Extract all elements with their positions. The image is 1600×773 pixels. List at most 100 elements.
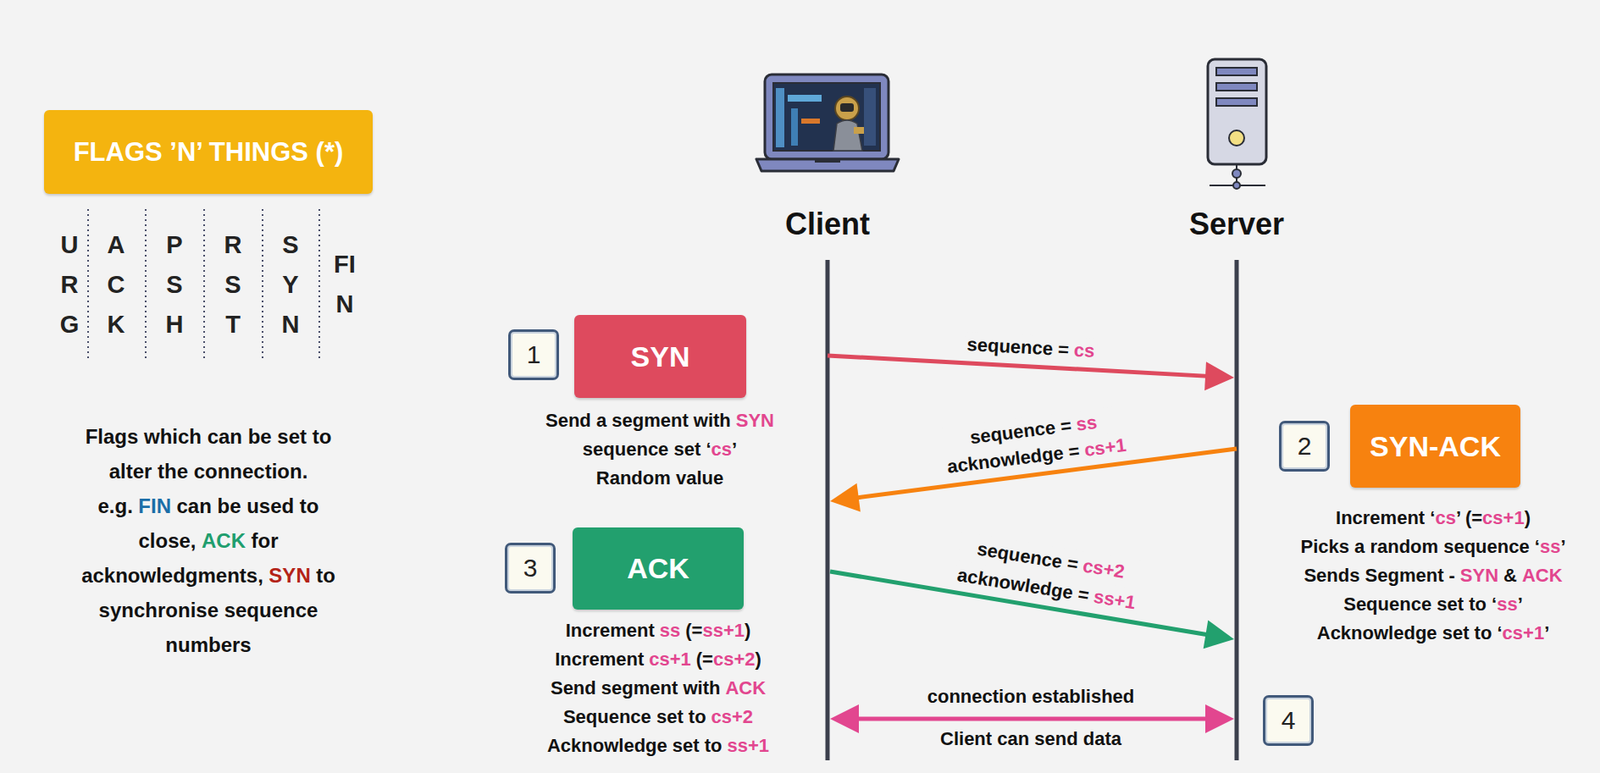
label-text: SYN <box>736 409 775 432</box>
label-text: Increment <box>554 648 644 670</box>
label-text: cs+1 <box>1482 507 1525 529</box>
text-line: sequence =cs <box>963 332 1098 365</box>
text-line: PSH <box>160 225 189 345</box>
text-line: Client <box>785 206 870 243</box>
lifelines <box>827 260 1237 761</box>
label-text: ’ <box>1560 536 1566 558</box>
node-text: FLAGS ’N’ THINGS (*) <box>73 137 344 168</box>
label-text: ACK <box>201 529 246 553</box>
text-line: Sequence set tocs+2 <box>547 703 770 732</box>
label-text: ss+1 <box>1092 586 1138 614</box>
label-text: Client <box>785 206 870 242</box>
text-line: Send segment withACK <box>547 674 770 704</box>
label-text: ) <box>755 648 762 670</box>
label-text: ss <box>659 620 681 642</box>
label-text: (= <box>696 648 714 670</box>
label-text: ’ <box>1544 622 1550 644</box>
text-line: Increment ‘cs’ (=cs+1) <box>1300 503 1566 533</box>
arrow-head <box>1205 704 1235 734</box>
label-text: Acknowledge set to <box>547 735 723 757</box>
text-line: connection established <box>927 675 1135 719</box>
label-text: cs+2 <box>1081 554 1127 582</box>
callout-number: 4 <box>1262 695 1314 747</box>
node-text: SYN <box>631 340 691 374</box>
label-text: ) <box>1524 507 1531 529</box>
syn-ack-box: SYN-ACK <box>1350 404 1521 488</box>
arrow-shaft <box>855 717 1209 722</box>
label-text: 4 <box>1281 706 1296 735</box>
text-line: Random value <box>545 464 775 493</box>
flag-letters: URG <box>55 225 84 345</box>
label-text: & <box>1503 564 1517 587</box>
label-text: (= <box>685 620 703 642</box>
callout-number: 1 <box>508 329 560 381</box>
label-text: FIN <box>331 244 359 325</box>
text-line: 4 <box>1281 706 1296 736</box>
label-text: ACK <box>725 677 766 699</box>
text-line: Incrementss(=ss+1) <box>547 616 770 646</box>
label-text: ss <box>1074 411 1098 436</box>
label-text: cs+1 <box>1502 622 1545 644</box>
label-text: 2 <box>1297 431 1313 460</box>
label-text: sequence set ‘ <box>582 438 712 460</box>
text-line: Acknowledge set to ‘cs+1’ <box>1300 619 1566 648</box>
text-line: RST <box>219 225 247 345</box>
label-text: ss <box>1496 593 1517 615</box>
label-text: Sequence set to <box>563 706 707 728</box>
label-text: FIN <box>138 494 172 518</box>
label-text: Send a segment with <box>545 409 731 432</box>
label-text: RST <box>219 225 247 345</box>
label-text: cs <box>1434 507 1456 529</box>
label-text: Random value <box>596 467 724 489</box>
label-text: ACK <box>102 225 130 345</box>
label-text: SYN <box>276 225 305 345</box>
text-line: sequence set ‘cs’ <box>545 435 775 465</box>
label-text: Increment <box>565 620 655 642</box>
callout-number: 3 <box>504 542 556 594</box>
label-text: ’ <box>731 438 737 460</box>
label-text: PSH <box>160 225 189 345</box>
node-text: SYN-ACK <box>1369 430 1501 464</box>
message-label: sequence =cs+2acknowledge =ss+1 <box>952 531 1146 618</box>
text-line: 2 <box>1297 431 1313 461</box>
flag-letters: ACK <box>102 225 130 345</box>
flag-separators <box>88 209 320 360</box>
text-line: Sends Segment -SYN&ACK <box>1300 561 1566 591</box>
text-line: Incrementcs+1(=cs+2) <box>547 645 770 675</box>
arrow-head <box>830 483 861 513</box>
text-line: 1 <box>526 340 542 370</box>
flag-letters: SYN <box>276 225 305 345</box>
syn-box: SYN <box>574 315 747 399</box>
label-text: Picks a random sequence ‘ <box>1300 536 1540 558</box>
label-text: URG <box>55 225 84 345</box>
lifeline-title: Client <box>785 206 870 243</box>
label-text: Client can send data <box>940 728 1122 750</box>
server-icon <box>1207 59 1267 189</box>
label-text: cs+2 <box>711 706 754 728</box>
label-text: ’ <box>1517 593 1523 615</box>
arrow-head <box>1203 620 1235 650</box>
connection-note: connection establishedClient can send da… <box>927 675 1135 761</box>
label-text: Increment ‘ <box>1335 507 1435 529</box>
ack-box: ACK <box>572 527 744 610</box>
text-line: 3 <box>523 553 538 583</box>
text-line: Client can send data <box>927 718 1135 761</box>
text-line: URG <box>55 225 84 345</box>
text-line: Sequence set to ‘ss’ <box>1300 590 1566 620</box>
text-line: Acknowledge set toss+1 <box>547 731 770 761</box>
step-note: Send a segment withSYN sequence set ‘cs’R… <box>545 406 775 493</box>
text-line: Server <box>1189 206 1285 243</box>
laptop-icon <box>756 74 899 172</box>
label-text: 1 <box>526 340 542 369</box>
label-text: ) <box>744 620 751 642</box>
label-text: ss+1 <box>726 735 770 757</box>
label-text: ACK <box>1522 564 1563 587</box>
label-text: 3 <box>523 553 538 582</box>
label-text: Server <box>1189 206 1285 242</box>
arrow-head <box>1204 361 1235 391</box>
heading-box: FLAGS ’N’ THINGS (*) <box>44 110 373 194</box>
message-label: sequence =cs <box>963 332 1098 365</box>
label-text: ss <box>1539 536 1561 558</box>
callout-number: 2 <box>1278 420 1330 472</box>
lifeline-title: Server <box>1189 206 1285 243</box>
